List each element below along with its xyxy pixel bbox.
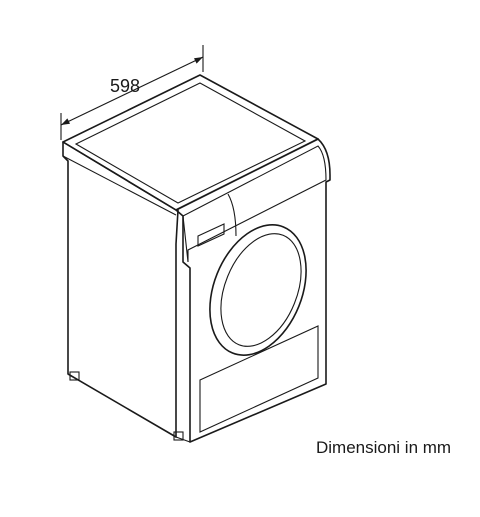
side-top-edge [62,155,177,216]
lid-inner [74,82,307,204]
front-outline [175,138,331,443]
width-label: 598 [110,76,140,96]
control-panel [182,145,327,263]
panel-divider [227,193,237,237]
top-lid [62,74,319,211]
display-screen [197,223,225,247]
lid-outer [62,74,319,211]
foot-left [69,371,80,381]
foot-front [173,431,184,441]
width-arrow-right [194,57,203,64]
front-panel [175,138,331,443]
door-ring-outer [209,224,307,356]
width-arrow-left [61,118,70,125]
width-dimension: 598 [60,45,204,140]
units-caption: Dimensioni in mm [316,438,452,457]
feet [69,371,184,441]
door-ring-inner [220,233,302,347]
service-flap [199,325,319,433]
width-dimension-line [60,56,204,126]
